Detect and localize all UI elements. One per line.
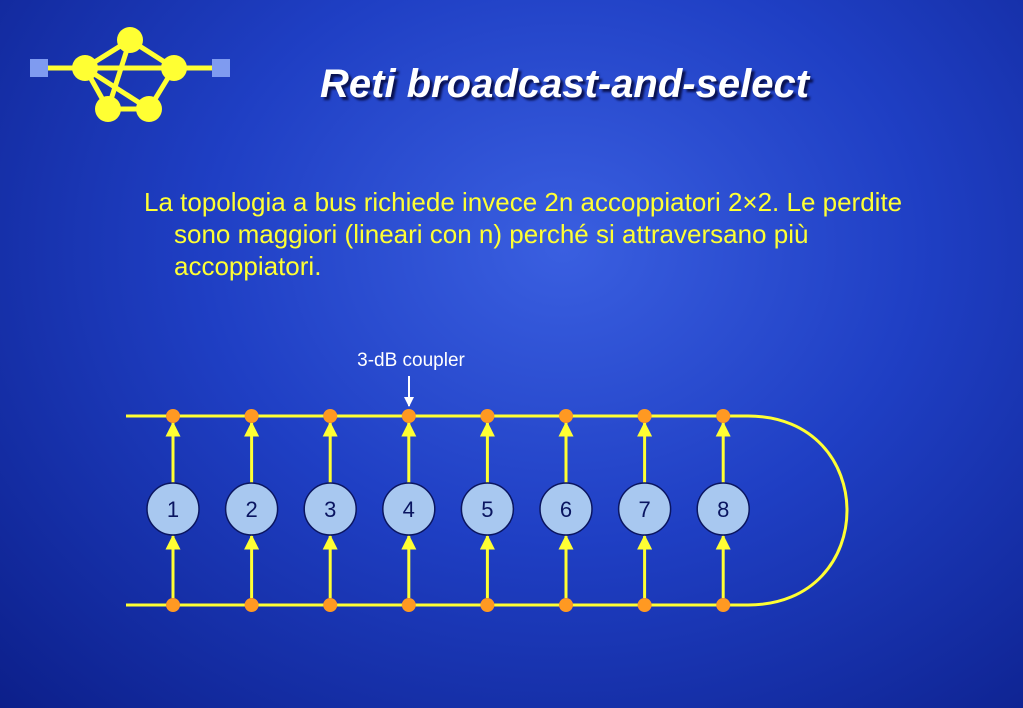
station-node-label: 8 <box>717 497 729 522</box>
coupler-label: 3-dB coupler <box>357 350 465 371</box>
station-node-label: 6 <box>560 497 572 522</box>
bottom-coupler-dot <box>401 598 416 612</box>
bottom-coupler-dot <box>166 598 180 612</box>
top-coupler-dot <box>716 409 731 423</box>
station-node <box>460 482 515 536</box>
station-node-label: 4 <box>403 497 415 522</box>
station-node <box>303 482 357 536</box>
bottom-coupler-dot <box>716 598 731 612</box>
station-node <box>696 482 750 536</box>
station-node <box>617 482 672 536</box>
top-coupler-dot <box>166 409 180 423</box>
body-text: La topologia a bus richiede invece 2n ac… <box>144 186 944 282</box>
bottom-coupler-dot <box>323 598 338 612</box>
page-title: Reti broadcast-and-select <box>320 62 810 106</box>
station-node <box>224 482 279 536</box>
station-node <box>146 482 200 536</box>
station-node-label: 7 <box>638 497 650 522</box>
body-paragraph: La topologia a bus richiede invece 2n ac… <box>144 187 903 281</box>
bottom-coupler-dot <box>559 598 573 612</box>
network-logo-icon <box>30 27 230 122</box>
bottom-coupler-dot <box>244 598 259 612</box>
top-coupler-dot <box>244 409 259 423</box>
station-node-label: 3 <box>324 497 336 522</box>
station-node <box>382 482 436 536</box>
station-node-label: 1 <box>167 497 179 522</box>
station-node-label: 2 <box>245 497 257 522</box>
top-coupler-dot <box>401 409 416 423</box>
bottom-coupler-dot <box>637 598 652 612</box>
top-coupler-dot <box>480 409 495 423</box>
bus-loop-curve <box>747 414 849 607</box>
bottom-coupler-dot <box>480 598 495 612</box>
station-node-label: 5 <box>481 497 493 522</box>
top-coupler-dot <box>323 409 338 423</box>
top-coupler-dot <box>637 409 652 423</box>
station-node <box>539 482 593 536</box>
top-coupler-dot <box>559 409 573 423</box>
